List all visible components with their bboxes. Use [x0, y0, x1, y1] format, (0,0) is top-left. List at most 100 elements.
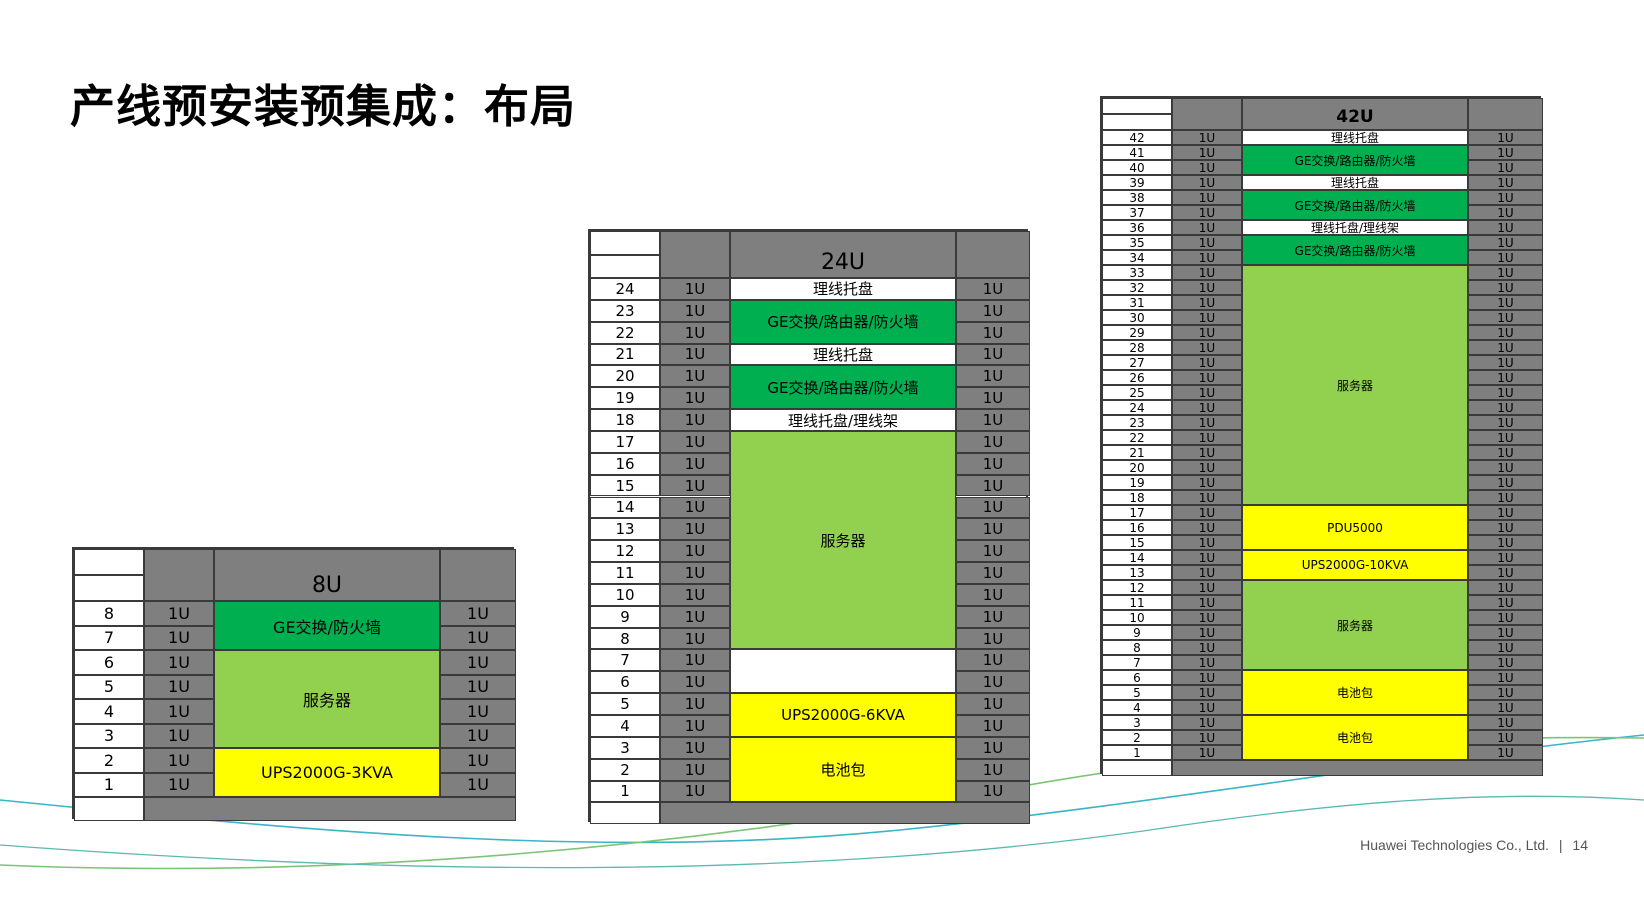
unit-number: 20: [590, 365, 660, 388]
unit-size-left: 1U: [660, 387, 730, 410]
unit-size-left: 1U: [144, 674, 214, 699]
unit-number: 32: [1102, 280, 1172, 295]
unit-size-right: 1U: [956, 496, 1030, 519]
unit-size-left: 1U: [1172, 475, 1242, 490]
equipment-block: GE交换/路由器/防火墙: [1242, 145, 1468, 175]
unit-size-right: 1U: [1468, 430, 1543, 445]
unit-size-right: 1U: [1468, 535, 1543, 550]
unit-size-left: 1U: [660, 474, 730, 497]
unit-size-left: 1U: [1172, 145, 1242, 160]
unit-size-right: 1U: [1468, 190, 1543, 205]
equipment-block: 服务器: [1242, 265, 1468, 505]
unit-size-left: 1U: [1172, 250, 1242, 265]
unit-size-right: 1U: [956, 758, 1030, 781]
equipment-block: GE交换/路由器/防火墙: [1242, 235, 1468, 265]
unit-size-left: 1U: [1172, 685, 1242, 700]
unit-size-left: 1U: [1172, 610, 1242, 625]
unit-size-right: 1U: [440, 748, 516, 773]
unit-size-right: 1U: [956, 518, 1030, 541]
unit-size-left: 1U: [1172, 550, 1242, 565]
unit-number: 31: [1102, 295, 1172, 310]
unit-number: 28: [1102, 340, 1172, 355]
unit-size-right: 1U: [956, 365, 1030, 388]
equipment-block: 理线托盘: [730, 343, 956, 366]
equipment-block: UPS2000G-6KVA: [730, 693, 956, 737]
unit-number: 34: [1102, 250, 1172, 265]
unit-size-left: 1U: [660, 758, 730, 781]
unit-number: 15: [1102, 535, 1172, 550]
unit-size-left: 1U: [660, 693, 730, 715]
unit-size-right: 1U: [1468, 715, 1543, 730]
unit-size-right: 1U: [956, 583, 1030, 606]
unit-size-left: 1U: [1172, 265, 1242, 280]
equipment-block: 电池包: [1242, 670, 1468, 715]
unit-number: 7: [74, 625, 144, 650]
unit-number: 8: [590, 627, 660, 650]
unit-size-left: 1U: [1172, 730, 1242, 745]
equipment-block: 理线托盘: [1242, 175, 1468, 190]
unit-size-left: 1U: [1172, 205, 1242, 220]
unit-number: 22: [1102, 430, 1172, 445]
unit-number: 9: [590, 605, 660, 628]
unit-number: 14: [590, 496, 660, 519]
unit-number: 4: [1102, 700, 1172, 715]
unit-size-right: 1U: [440, 723, 516, 748]
unit-number: 36: [1102, 220, 1172, 235]
unit-size-right: 1U: [1468, 385, 1543, 400]
rack-title: 42U: [1242, 98, 1468, 130]
unit-size-right: 1U: [1468, 700, 1543, 715]
unit-number: 9: [1102, 625, 1172, 640]
unit-size-left: 1U: [1172, 235, 1242, 250]
unit-size-right: 1U: [1468, 595, 1543, 610]
unit-size-left: 1U: [660, 321, 730, 344]
unit-size-right: 1U: [1468, 355, 1543, 370]
unit-number: 2: [1102, 730, 1172, 745]
unit-size-left: 1U: [1172, 670, 1242, 685]
equipment-block: 理线托盘/理线架: [1242, 220, 1468, 235]
unit-size-left: 1U: [660, 780, 730, 803]
unit-size-right: 1U: [956, 452, 1030, 475]
unit-number: 10: [1102, 610, 1172, 625]
unit-size-right: 1U: [956, 343, 1030, 366]
unit-number: 17: [590, 430, 660, 453]
unit-size-right: 1U: [956, 540, 1030, 563]
unit-size-left: 1U: [1172, 700, 1242, 715]
unit-size-right: 1U: [956, 715, 1030, 737]
rack-header-left: [144, 549, 214, 601]
unit-size-right: 1U: [956, 693, 1030, 715]
unit-number: 16: [590, 452, 660, 475]
unit-size-left: 1U: [1172, 280, 1242, 295]
unit-size-left: 1U: [660, 540, 730, 563]
unit-number: 10: [590, 583, 660, 606]
unit-number: 40: [1102, 160, 1172, 175]
unit-size-left: 1U: [660, 496, 730, 519]
rack-header-left: [1172, 98, 1242, 130]
unit-size-right: 1U: [1468, 565, 1543, 580]
unit-size-right: 1U: [1468, 295, 1543, 310]
unit-number: 21: [1102, 445, 1172, 460]
unit-size-right: 1U: [956, 562, 1030, 584]
unit-size-right: 1U: [1468, 655, 1543, 670]
unit-size-left: 1U: [1172, 580, 1242, 595]
unit-size-right: 1U: [1468, 460, 1543, 475]
rack-footer-blank: [590, 802, 660, 825]
rack-footer-blank: [74, 797, 144, 821]
equipment-block: 服务器: [214, 650, 440, 748]
equipment-block: GE交换/路由器/防火墙: [1242, 190, 1468, 220]
unit-size-right: 1U: [440, 772, 516, 797]
unit-number: 39: [1102, 175, 1172, 190]
rack-header-blank: [74, 549, 144, 575]
unit-size-left: 1U: [144, 601, 214, 626]
unit-number: 4: [590, 715, 660, 737]
page-title: 产线预安装预集成：布局: [70, 80, 577, 133]
unit-number: 24: [1102, 400, 1172, 415]
unit-size-left: 1U: [1172, 490, 1242, 505]
unit-size-right: 1U: [1468, 235, 1543, 250]
unit-size-left: 1U: [1172, 160, 1242, 175]
unit-size-left: 1U: [660, 518, 730, 541]
unit-size-right: 1U: [956, 387, 1030, 410]
rack-header-right: [1468, 98, 1543, 130]
rack-header-blank: [74, 575, 144, 601]
unit-number: 42: [1102, 130, 1172, 145]
unit-size-right: 1U: [956, 605, 1030, 628]
